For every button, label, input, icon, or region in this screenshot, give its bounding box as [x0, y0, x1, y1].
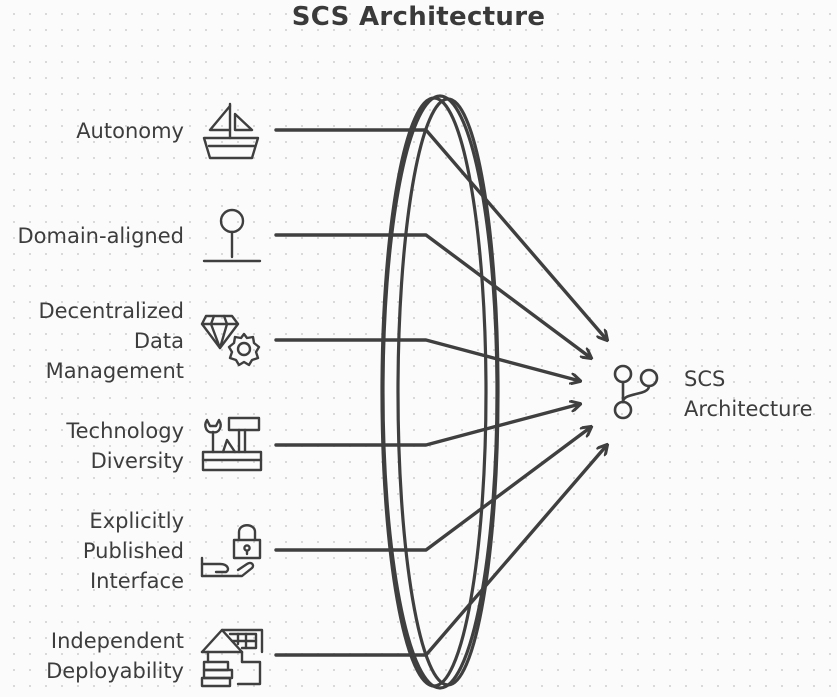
input-label-decentralized-data-management: Decentralized Data Management: [38, 299, 184, 383]
input-label-explicitly-published-interface: Explicitly Published Interface: [82, 509, 184, 593]
arrow-explicitly-published-interface: [274, 427, 591, 552]
map-pin-icon: [202, 208, 262, 263]
arrow-domain-aligned: [274, 233, 591, 358]
toolbox-icon: [201, 416, 263, 472]
lock-hand-icon: [200, 524, 262, 578]
input-label-domain-aligned: Domain-aligned: [17, 224, 185, 248]
diagram-title: SCS Architecture: [291, 2, 546, 32]
git-branch-icon: [613, 364, 659, 420]
input-label-independent-deployability: Independent Deployability: [46, 629, 184, 683]
house-solar-icon: [200, 628, 264, 688]
sailboat-icon: [202, 102, 260, 160]
lens-shape: [380, 94, 500, 690]
arrow-decentralized-data-management: [274, 338, 580, 381]
arrow-independent-deployability: [274, 445, 607, 657]
arrow-autonomy: [274, 128, 607, 340]
input-label-autonomy: Autonomy: [76, 119, 184, 143]
arrow-technology-diversity: [274, 404, 580, 447]
gem-gear-icon: [200, 314, 261, 367]
input-label-technology-diversity: Technology Diversity: [66, 419, 184, 473]
output-label-scs-architecture: SCS Architecture: [684, 367, 813, 421]
